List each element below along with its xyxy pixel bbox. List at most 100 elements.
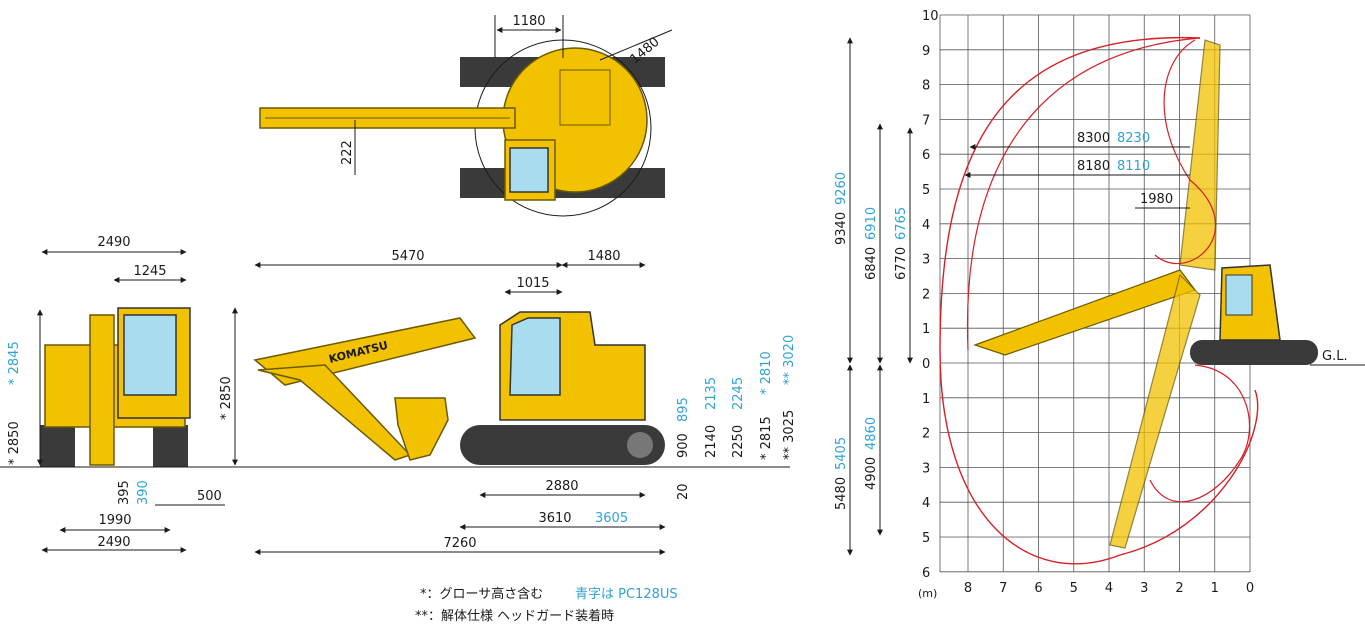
top-dim-222: 222 — [340, 140, 355, 165]
side-idler — [627, 432, 653, 458]
notes: *：グローサ高さ含む 青字は PC128US **：解体仕様 ヘッドガード装着時 — [415, 586, 678, 624]
side-arm — [257, 364, 412, 461]
range-dim-8230: 8230 — [1117, 131, 1150, 146]
range-envelope-inner-top — [1154, 39, 1216, 265]
range-machine-track — [1190, 340, 1318, 365]
y-tick-label: 5 — [922, 531, 930, 546]
range-gl-label: G.L. — [1322, 349, 1348, 364]
side-dim-895: 895 — [676, 397, 691, 422]
side-dim-2250: 2250 — [731, 425, 746, 458]
side-dim-2815: * 2815 — [759, 416, 774, 460]
y-tick-label: 0 — [922, 357, 930, 372]
range-dim-5405: 5405 — [834, 437, 849, 470]
front-boom — [89, 314, 115, 466]
y-tick-label: 6 — [922, 148, 930, 163]
front-track-left — [40, 425, 75, 467]
range-dim-6770: 6770 — [894, 247, 909, 280]
range-dim-8110: 8110 — [1117, 159, 1150, 174]
range-dim-5480: 5480 — [834, 477, 849, 510]
side-cab-glass — [509, 317, 561, 396]
x-tick-label: 0 — [1246, 581, 1254, 596]
x-tick-label: 6 — [1034, 581, 1042, 596]
range-envelope-outer — [939, 36, 1259, 565]
range-machine-cab — [1225, 274, 1253, 316]
range-dim-9340: 9340 — [834, 212, 849, 245]
note-asterisk: *：グローサ高さ含む — [420, 586, 543, 602]
front-dim-390: 390 — [136, 480, 151, 505]
y-tick-label: 4 — [922, 496, 930, 511]
front-dim-height-blue: * 2845 — [7, 341, 22, 385]
y-tick-label: 3 — [922, 253, 930, 268]
side-dim-2810: * 2810 — [759, 351, 774, 395]
y-tick-label: 9 — [922, 44, 930, 59]
top-dim-1480-line — [599, 29, 673, 61]
range-envelope-inner-bottom — [1149, 364, 1251, 503]
note-blue-model: 青字は PC128US — [575, 587, 678, 602]
side-dim-900: 900 — [676, 433, 691, 458]
x-tick-label: 2 — [1175, 581, 1183, 596]
side-dim-2140: 2140 — [704, 425, 719, 458]
x-tick-label: 4 — [1105, 581, 1113, 596]
front-dim-height: * 2850 — [7, 421, 22, 465]
x-tick-label: 1 — [1211, 581, 1219, 596]
range-dim-6910: 6910 — [864, 207, 879, 240]
x-tick-label: 5 — [1070, 581, 1078, 596]
side-dim-2850: * 2850 — [219, 376, 234, 420]
range-y-labels-bottom: 1 2 3 4 5 6 — [922, 392, 930, 581]
side-dim-3605: 3605 — [595, 511, 628, 526]
y-tick-label: 6 — [922, 566, 930, 581]
top-dim-1180: 1180 — [512, 14, 545, 29]
y-tick-label: 4 — [922, 218, 930, 233]
range-dim-4860: 4860 — [864, 417, 879, 450]
y-tick-label: 3 — [922, 461, 930, 476]
range-dim-8300: 8300 — [1077, 131, 1110, 146]
front-dim-1245: 1245 — [133, 264, 166, 279]
range-dim-1980: 1980 — [1140, 192, 1173, 207]
range-dim-4900: 4900 — [864, 457, 879, 490]
front-cab-glass — [123, 314, 177, 396]
side-track — [460, 425, 665, 465]
front-view: 2490 1245 * 2850 * 2845 395 390 500 1990… — [7, 235, 225, 553]
side-dim-2135: 2135 — [704, 377, 719, 410]
range-unit: (m) — [918, 587, 937, 600]
range-dim-6765: 6765 — [894, 207, 909, 240]
y-tick-label: 8 — [922, 79, 930, 94]
y-tick-label: 2 — [922, 287, 930, 302]
range-boom-high — [1179, 39, 1221, 271]
x-tick-label: 7 — [999, 581, 1007, 596]
y-tick-label: 7 — [922, 113, 930, 128]
front-dim-2490-bottom: 2490 — [97, 535, 130, 550]
side-dim-7260: 7260 — [443, 536, 476, 551]
y-tick-label: 5 — [922, 183, 930, 198]
top-cab-glass — [509, 147, 549, 193]
range-dim-9260: 9260 — [834, 172, 849, 205]
front-dim-395: 395 — [117, 480, 132, 505]
y-tick-label: 2 — [922, 427, 930, 442]
side-dim-1480: 1480 — [587, 249, 620, 264]
side-dim-3610: 3610 — [538, 511, 571, 526]
range-envelope-reach — [966, 37, 1201, 351]
side-view: KOMATSU 5470 1480 1015 * 2850 900 895 21… — [219, 249, 797, 555]
side-dim-2245: 2245 — [731, 377, 746, 410]
top-view: 1180 1480 222 — [259, 14, 673, 217]
side-dim-3025: ** 3025 — [782, 410, 797, 460]
side-dim-3020: ** 3020 — [782, 335, 797, 385]
y-tick-label: 10 — [922, 9, 939, 24]
side-dim-20: 20 — [676, 483, 691, 500]
side-dim-1015: 1015 — [516, 276, 549, 291]
range-boom-dig — [1109, 273, 1201, 549]
top-engine-hood — [559, 69, 611, 126]
front-dim-1990: 1990 — [98, 513, 131, 528]
x-tick-label: 8 — [964, 581, 972, 596]
side-bucket — [394, 397, 449, 461]
y-tick-label: 1 — [922, 392, 930, 407]
range-dim-8180: 8180 — [1077, 159, 1110, 174]
side-dim-5470: 5470 — [391, 249, 424, 264]
side-dim-2880: 2880 — [545, 479, 578, 494]
note-double-asterisk: **：解体仕様 ヘッドガード装着時 — [415, 608, 614, 624]
front-track-right — [153, 425, 188, 467]
